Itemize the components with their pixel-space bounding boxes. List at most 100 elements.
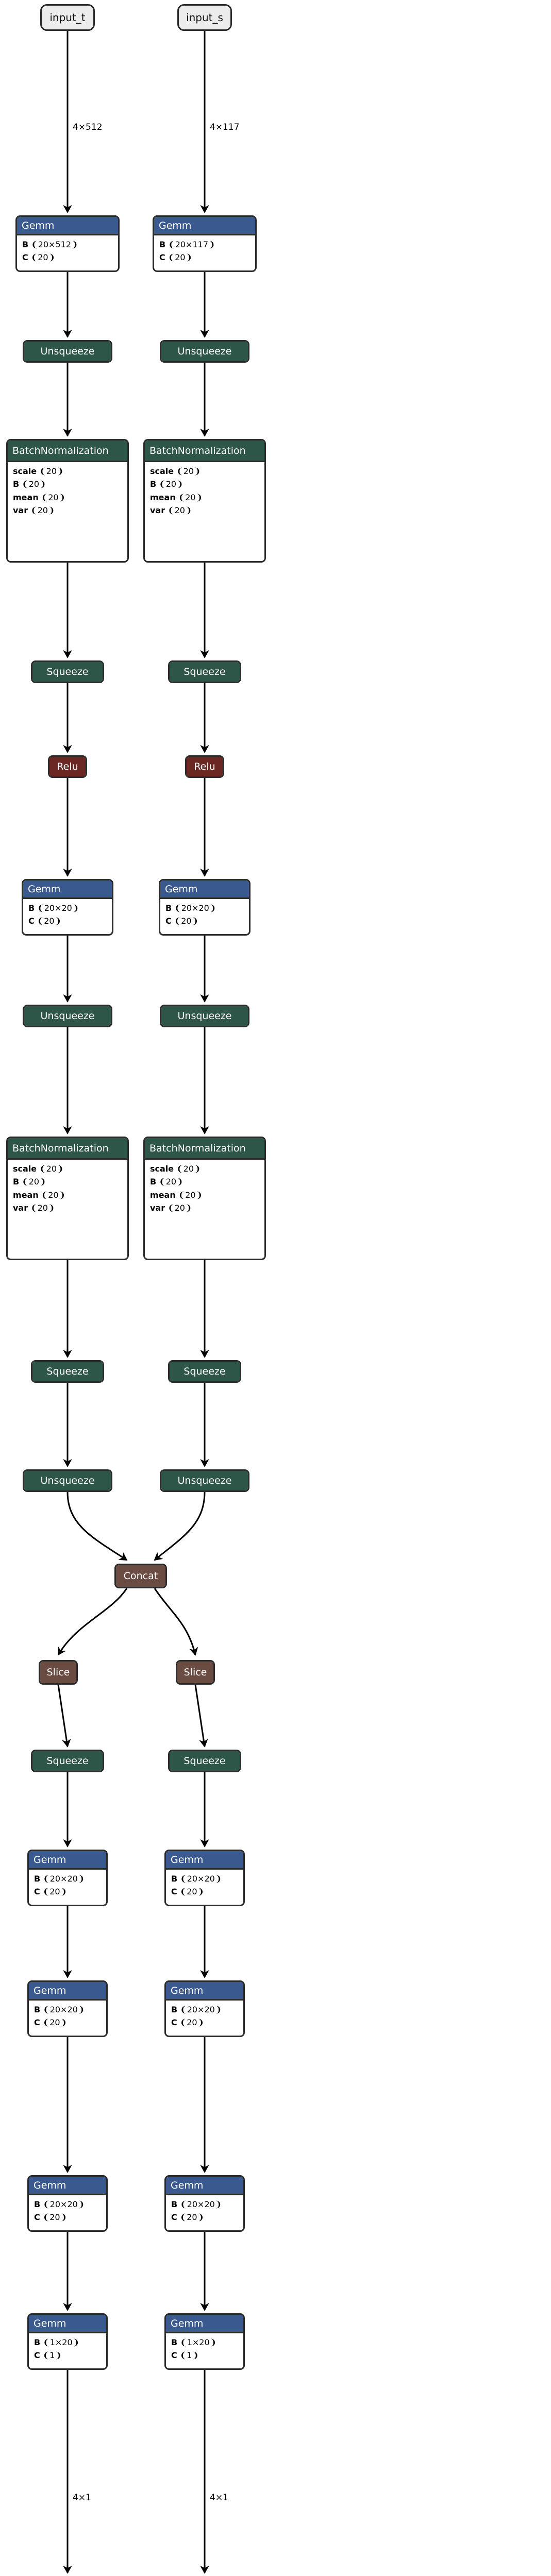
op-node-attributes: B ❨20×20❩C ❨20❩ bbox=[29, 2001, 106, 2031]
op-attribute-name: C bbox=[171, 2212, 177, 2223]
edge-slice_t-to-sq_t3 bbox=[57, 1684, 71, 1748]
op-node-concat[interactable]: Concat bbox=[114, 1564, 167, 1588]
io-node-label: input_t bbox=[49, 11, 86, 24]
op-node-attributes: B ❨20×20❩C ❨20❩ bbox=[29, 1870, 106, 1900]
op-attribute-name: var bbox=[150, 505, 165, 516]
op-node-title: Gemm bbox=[23, 880, 112, 899]
op-attribute-row: C ❨20❩ bbox=[171, 1887, 238, 1896]
edge-concat-to-slice_s bbox=[154, 1588, 198, 1656]
op-attribute-name: B bbox=[13, 1177, 20, 1187]
op-node-title: Concat bbox=[116, 1565, 165, 1587]
op-attribute-row: scale ❨20❩ bbox=[150, 1164, 259, 1174]
op-node-title: Relu bbox=[187, 757, 223, 776]
op-node-slice[interactable]: Slice bbox=[39, 1660, 78, 1685]
op-attribute-shape: ❨20×20❩ bbox=[40, 1874, 85, 1884]
op-node-unsqueeze[interactable]: Unsqueeze bbox=[160, 1469, 249, 1492]
op-node-unsqueeze[interactable]: Unsqueeze bbox=[23, 1469, 112, 1492]
op-attribute-shape: ❨20×20❩ bbox=[40, 2005, 85, 2014]
op-node-title: Gemm bbox=[154, 217, 255, 235]
op-attribute-shape: ❨20❩ bbox=[40, 2018, 68, 2028]
op-node-title: Unsqueeze bbox=[161, 342, 248, 361]
op-attribute-row: C ❨20❩ bbox=[28, 917, 107, 926]
op-attribute-row: C ❨20❩ bbox=[165, 917, 244, 926]
op-attribute-row: B ❨1×20❩ bbox=[171, 2337, 238, 2347]
op-attribute-name: B bbox=[150, 1177, 157, 1187]
op-node-unsqueeze[interactable]: Unsqueeze bbox=[23, 340, 112, 363]
op-node-title: Gemm bbox=[166, 2315, 243, 2333]
op-attribute-name: B bbox=[171, 2005, 178, 2014]
op-node-attributes: scale ❨20❩B ❨20❩mean ❨20❩var ❨20❩ bbox=[8, 1160, 127, 1216]
op-node-title: BatchNormalization bbox=[8, 1138, 127, 1160]
op-attribute-name: C bbox=[22, 252, 28, 263]
op-attribute-name: scale bbox=[13, 466, 37, 476]
op-node-squeeze[interactable]: Squeeze bbox=[168, 1750, 241, 1772]
op-attribute-shape: ❨20❩ bbox=[165, 252, 193, 263]
op-node-unsqueeze[interactable]: Unsqueeze bbox=[160, 340, 249, 363]
op-node-unsqueeze[interactable]: Unsqueeze bbox=[23, 1005, 112, 1027]
edge-shape-label: 4×512 bbox=[73, 122, 103, 132]
op-node-title: Gemm bbox=[29, 1982, 106, 2001]
op-attribute-shape: ❨20×20❩ bbox=[35, 903, 79, 913]
op-attribute-shape: ❨20❩ bbox=[156, 479, 183, 489]
op-node-squeeze[interactable]: Squeeze bbox=[31, 1360, 104, 1383]
op-node-title: Squeeze bbox=[170, 1751, 240, 1771]
op-node-title: Gemm bbox=[160, 880, 249, 899]
op-attribute-shape: ❨1❩ bbox=[40, 2350, 62, 2361]
io-node-label: input_s bbox=[186, 11, 223, 24]
op-node-squeeze[interactable]: Squeeze bbox=[31, 1750, 104, 1772]
op-attribute-name: var bbox=[13, 1203, 28, 1213]
edge-slice_s-to-sq_s3 bbox=[194, 1684, 208, 1748]
op-node-title: Squeeze bbox=[32, 1751, 103, 1771]
op-node-relu[interactable]: Relu bbox=[185, 755, 224, 778]
op-node-relu[interactable]: Relu bbox=[48, 755, 87, 778]
io-node-input_s[interactable]: input_s bbox=[177, 4, 232, 31]
edge-shape-label: 4×1 bbox=[210, 2493, 228, 2503]
op-attribute-shape: ❨20❩ bbox=[165, 505, 192, 516]
op-node-title: Squeeze bbox=[170, 662, 240, 682]
op-node-squeeze[interactable]: Squeeze bbox=[168, 1360, 241, 1383]
op-node-unsqueeze[interactable]: Unsqueeze bbox=[160, 1005, 249, 1027]
op-attribute-shape: ❨20❩ bbox=[40, 1887, 68, 1897]
op-node-squeeze[interactable]: Squeeze bbox=[168, 660, 241, 683]
op-node-title: BatchNormalization bbox=[145, 440, 264, 462]
io-node-input_t[interactable]: input_t bbox=[40, 4, 95, 31]
op-attribute-row: B ❨20×512❩ bbox=[22, 240, 113, 249]
op-attribute-row: B ❨20❩ bbox=[150, 480, 259, 489]
op-node-title: BatchNormalization bbox=[145, 1138, 264, 1160]
op-node-attributes: B ❨1×20❩C ❨1❩ bbox=[29, 2333, 106, 2364]
op-attribute-row: C ❨20❩ bbox=[34, 2018, 101, 2027]
op-attribute-row: var ❨20❩ bbox=[13, 505, 122, 515]
op-attribute-name: B bbox=[150, 479, 157, 489]
op-attribute-row: B ❨1×20❩ bbox=[34, 2337, 101, 2347]
op-node-title: Squeeze bbox=[32, 662, 103, 682]
op-attribute-shape: ❨20❩ bbox=[40, 2212, 68, 2223]
op-node-attributes: scale ❨20❩B ❨20❩mean ❨20❩var ❨20❩ bbox=[8, 462, 127, 519]
op-attribute-shape: ❨20❩ bbox=[177, 1887, 205, 1897]
op-attribute-row: scale ❨20❩ bbox=[13, 1164, 122, 1174]
op-attribute-name: B bbox=[28, 903, 35, 913]
op-node-squeeze[interactable]: Squeeze bbox=[31, 660, 104, 683]
op-node-slice[interactable]: Slice bbox=[176, 1660, 215, 1685]
op-node-title: BatchNormalization bbox=[8, 440, 127, 462]
op-attribute-shape: ❨20❩ bbox=[177, 2212, 205, 2223]
op-attribute-name: mean bbox=[150, 492, 176, 502]
op-attribute-shape: ❨1×20❩ bbox=[40, 2337, 80, 2347]
op-attribute-name: mean bbox=[150, 1190, 176, 1200]
